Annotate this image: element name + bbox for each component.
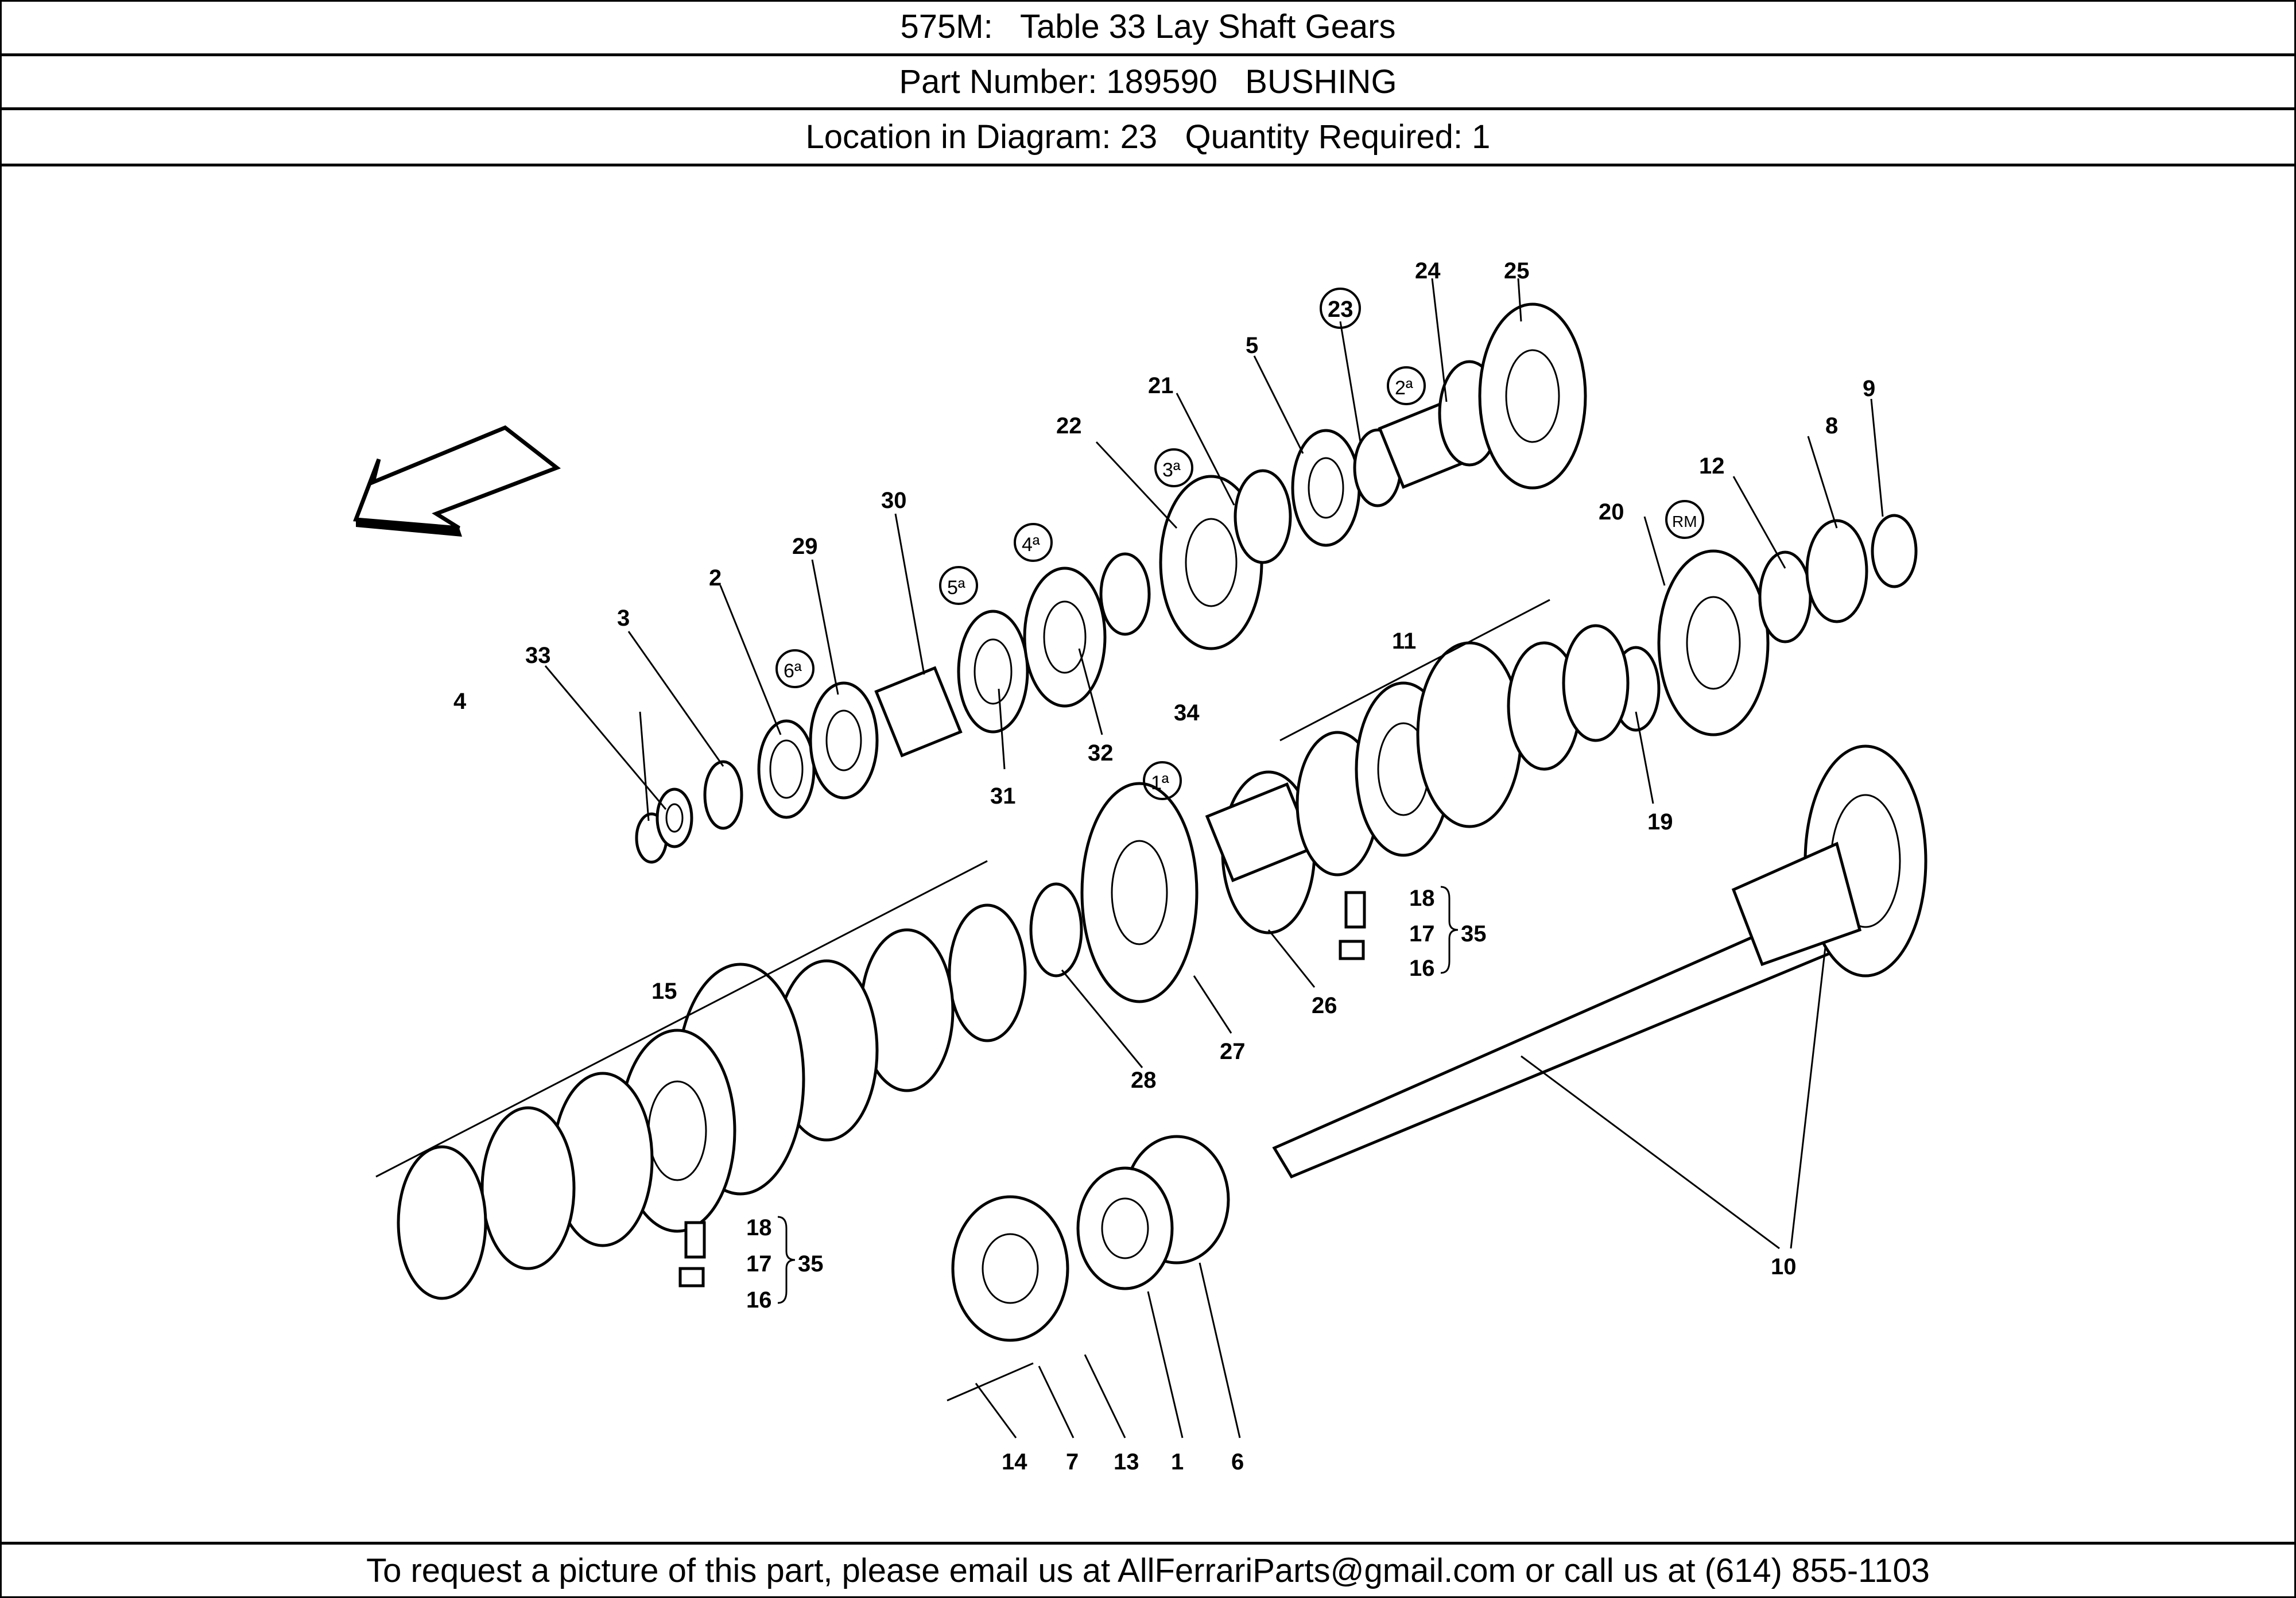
label-14: 14 (1002, 1449, 1027, 1475)
direction-arrow (353, 425, 561, 537)
label-34: 34 (1174, 700, 1200, 726)
first-gear-group (397, 782, 1199, 1300)
label-35b: 35 (798, 1251, 824, 1277)
label-22: 22 (1056, 413, 1082, 439)
brace-35b (777, 1216, 796, 1304)
label-25: 25 (1504, 258, 1530, 284)
diagram-location: Location in Diagram: 23 Quantity Require… (2, 110, 2294, 166)
gear-tag-rm: RM (1665, 500, 1704, 539)
gear-tag-rm-text: RM (1672, 513, 1697, 530)
output-shaft (1272, 744, 1927, 1179)
gear-tag-4: 4ª (1014, 523, 1053, 562)
label-23: 23 (1328, 297, 1353, 322)
label-33: 33 (525, 643, 551, 668)
label-30: 30 (881, 488, 907, 513)
label-10: 10 (1771, 1254, 1797, 1279)
label-28: 28 (1131, 1068, 1157, 1093)
synchronizer-group (1205, 624, 1630, 960)
label-29: 29 (792, 534, 818, 559)
gear-tag-1: 1ª (1143, 761, 1182, 800)
gear-tag-6-text: 6ª (784, 660, 802, 682)
label-32: 32 (1088, 740, 1114, 766)
gear-tag-4-text: 4ª (1022, 534, 1040, 556)
label-6: 6 (1231, 1449, 1244, 1475)
label-2: 2 (709, 565, 722, 591)
gear-tag-1-text: 1ª (1151, 772, 1169, 794)
label-16a: 16 (1409, 956, 1435, 981)
gear-tag-2-text: 2ª (1395, 377, 1413, 399)
bearing-housings (947, 1135, 1230, 1402)
gear-tag-5: 5ª (939, 566, 978, 605)
label-26: 26 (1312, 993, 1337, 1018)
label-5: 5 (1246, 333, 1258, 358)
reverse-gear-group (1611, 514, 1918, 736)
gear-tag-3: 3ª (1154, 448, 1193, 487)
label-24: 24 (1415, 258, 1441, 284)
label-3: 3 (617, 606, 630, 631)
label-13: 13 (1114, 1449, 1139, 1475)
brace-35a (1440, 886, 1459, 974)
label-8: 8 (1825, 413, 1838, 439)
label-15: 15 (651, 979, 677, 1004)
label-12: 12 (1699, 453, 1725, 479)
label-20: 20 (1599, 499, 1624, 525)
label-9: 9 (1863, 376, 1875, 401)
label-1: 1 (1171, 1449, 1184, 1475)
leader-lines (544, 278, 1884, 1438)
label-35a: 35 (1461, 921, 1487, 947)
contact-footer: To request a picture of this part, pleas… (2, 1542, 2294, 1596)
page-title: 575M: Table 33 Lay Shaft Gears (2, 0, 2294, 56)
label-17a: 17 (1409, 921, 1435, 947)
highlight-ring-23 (1320, 288, 1361, 329)
label-21: 21 (1148, 373, 1174, 398)
label-18b: 18 (746, 1215, 772, 1240)
label-7: 7 (1066, 1449, 1079, 1475)
label-17b: 17 (746, 1251, 772, 1277)
label-11: 11 (1392, 629, 1416, 654)
label-19: 19 (1647, 809, 1673, 835)
gear-tag-5-text: 5ª (947, 577, 965, 599)
gear-tag-6: 6ª (775, 649, 815, 688)
label-27: 27 (1220, 1039, 1246, 1064)
label-18a: 18 (1409, 886, 1435, 911)
exploded-parts-diagram: 1 2 3 4 5 6 7 8 9 10 11 12 13 14 15 16 1… (353, 258, 1927, 1475)
label-4: 4 (453, 689, 467, 714)
part-number: Part Number: 189590 BUSHING (2, 56, 2294, 110)
gear-tag-2: 2ª (1387, 366, 1426, 405)
group-brackets (375, 599, 1550, 1178)
label-16b: 16 (746, 1287, 772, 1313)
gear-tag-3-text: 3ª (1162, 459, 1181, 481)
label-31: 31 (990, 784, 1016, 809)
